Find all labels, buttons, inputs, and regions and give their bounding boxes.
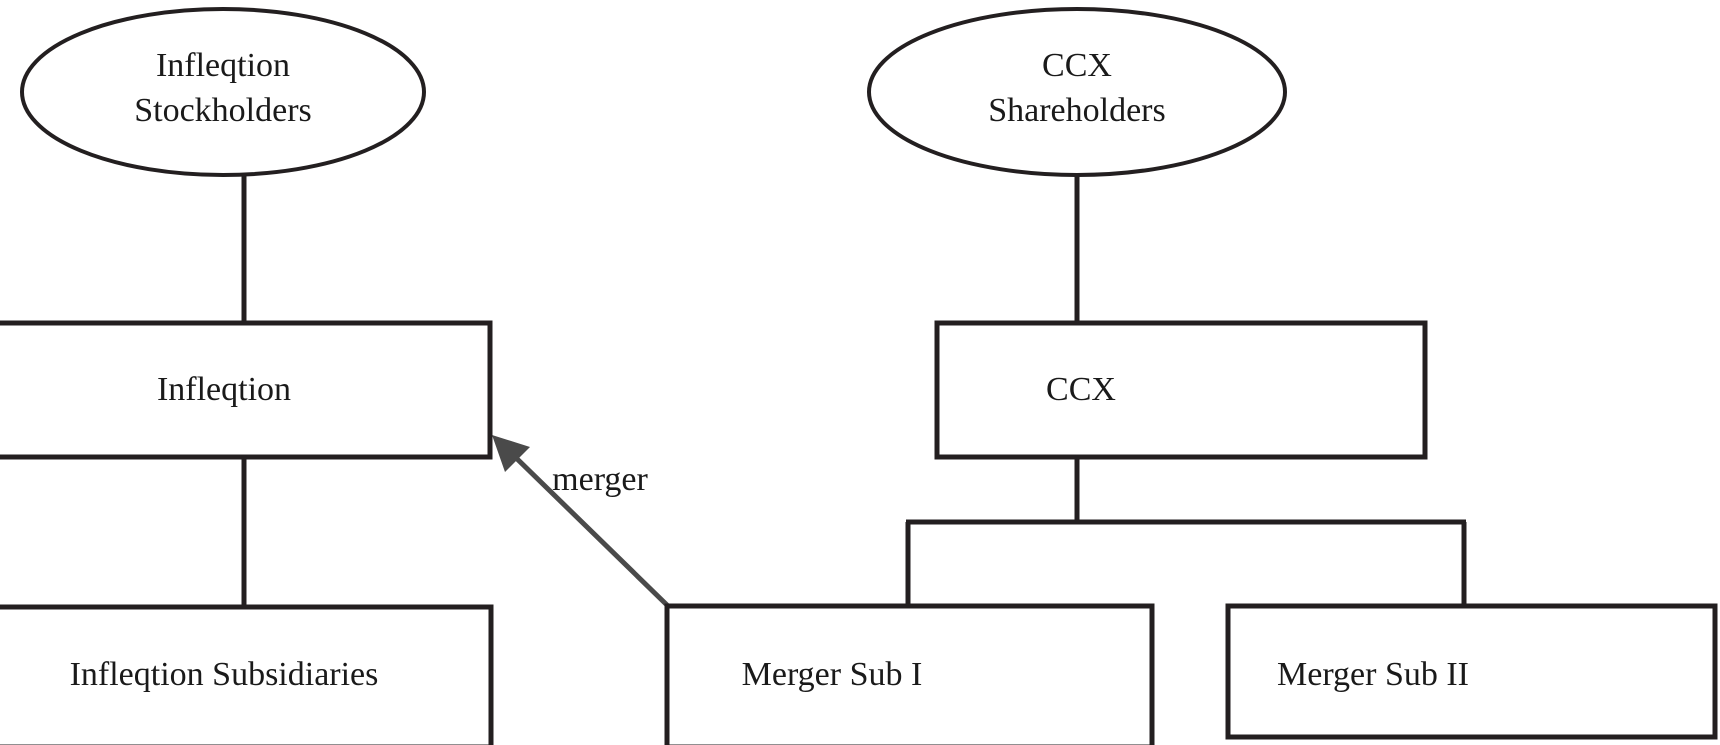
box-ccx <box>934 320 1428 460</box>
node-ccx-shareholders: CCX Shareholders <box>867 7 1287 177</box>
box-merger-sub-i <box>664 603 1155 745</box>
ellipse-ccx-shareholders <box>867 7 1287 177</box>
box-infleqtion-subsidiaries <box>0 604 494 745</box>
merger-arrow-head <box>492 435 530 472</box>
merger-sub-i-label: Merger Sub I <box>742 656 923 693</box>
infleqtion-stockholders-line2: Stockholders <box>134 92 312 129</box>
infleqtion-stockholders-line1: Infleqtion <box>156 47 290 84</box>
box-infleqtion <box>0 320 493 460</box>
node-ccx: CCX <box>934 320 1428 460</box>
merger-arrow-shaft <box>506 448 670 608</box>
infleqtion-subsidiaries-label: Infleqtion Subsidiaries <box>70 656 379 693</box>
ellipse-infleqtion-stockholders <box>20 7 426 177</box>
node-merger-sub-i: Merger Sub I <box>664 603 1155 745</box>
node-infleqtion: Infleqtion <box>0 320 493 460</box>
ccx-label: CCX <box>1046 371 1116 408</box>
node-infleqtion-subsidiaries: Infleqtion Subsidiaries <box>0 604 494 745</box>
merger-arrow <box>492 435 670 608</box>
infleqtion-label: Infleqtion <box>157 371 291 408</box>
ccx-shareholders-line2: Shareholders <box>988 92 1166 129</box>
node-infleqtion-stockholders: Infleqtion Stockholders <box>20 7 426 177</box>
merger-sub-ii-label: Merger Sub II <box>1277 656 1469 693</box>
ccx-shareholders-line1: CCX <box>1042 47 1112 84</box>
merger-edge-label: merger <box>552 461 648 498</box>
node-merger-sub-ii: Merger Sub II <box>1225 603 1718 740</box>
box-merger-sub-ii <box>1225 603 1718 740</box>
